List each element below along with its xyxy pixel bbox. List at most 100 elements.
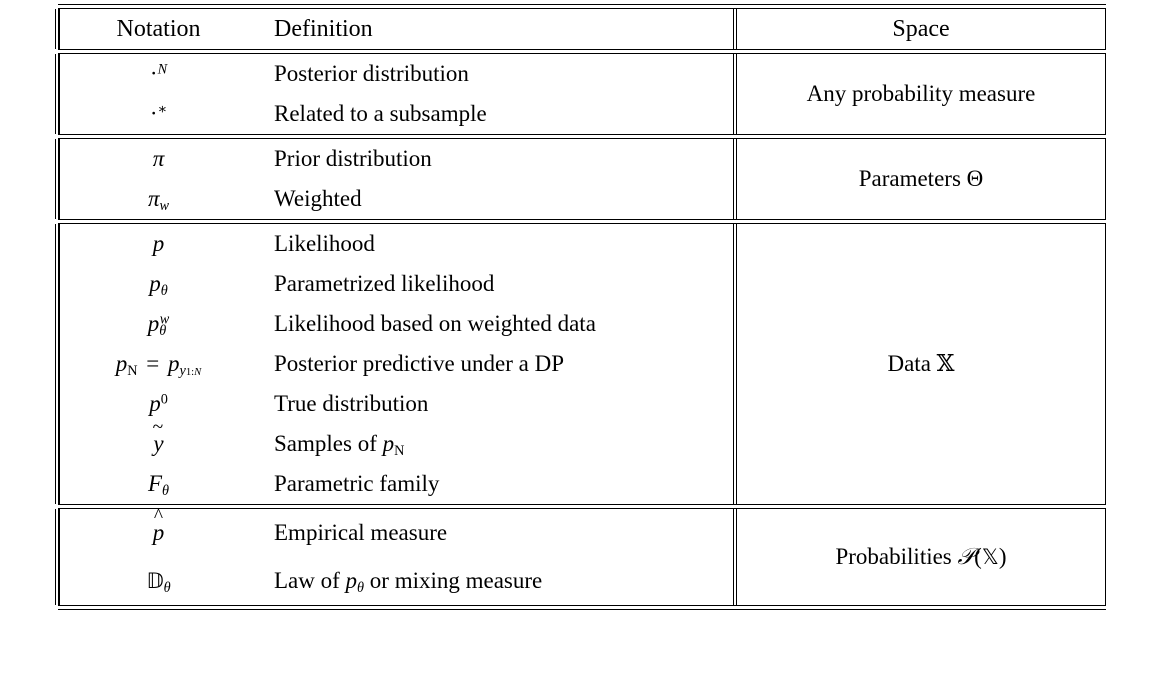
header-label-notation: Notation	[116, 15, 201, 42]
notation-cell: ~y	[55, 416, 258, 464]
notation-cell: ·N	[55, 54, 258, 94]
table-row: ·∗ Related to a subsample	[55, 94, 1106, 134]
definition-text: Likelihood	[274, 231, 375, 256]
space-label: Parameters Θ	[858, 166, 984, 191]
table-top-rule-gap	[58, 5, 1106, 8]
space-label: Probabilities 𝒫(𝕏)	[737, 544, 1105, 570]
notation-cell: ^p	[55, 506, 258, 557]
space-cell: Data 𝕏	[733, 224, 1106, 504]
inline-math-p-subscript: θ	[357, 579, 365, 596]
definition-text-prefix: Samples of	[274, 431, 383, 456]
table-row: pN = py1:N Posterior predictive under a …	[55, 344, 1106, 384]
space-label: Data 𝕏	[887, 351, 955, 376]
notation-cell: p0	[55, 384, 258, 424]
notation-symbol-pi-w: πw	[147, 186, 170, 214]
notation-cell: p	[55, 224, 258, 264]
group-rule-b	[58, 223, 1106, 224]
space-label: Any probability measure	[806, 81, 1036, 106]
notation-symbol-pi: π	[152, 146, 165, 171]
definition-text-suffix: or mixing measure	[364, 568, 543, 593]
definition-cell: Posterior distribution	[258, 54, 736, 94]
paren-close: )	[998, 544, 1007, 569]
definition-cell: Prior distribution	[258, 139, 736, 179]
definition-text: Samples of pN	[258, 431, 736, 459]
notation-symbol-p-theta: pθ	[149, 271, 168, 299]
space-cell: Any probability measure	[733, 54, 1106, 134]
definition-cell: Empirical measure	[258, 509, 736, 557]
definition-text: Parametrized likelihood	[274, 271, 495, 296]
bb-x-symbol: 𝕏	[981, 544, 999, 569]
definition-text: Posterior predictive under a DP	[274, 351, 564, 376]
notation-symbol-dot-sup-n: ·N	[149, 61, 168, 86]
header-cell-notation: Notation	[55, 9, 258, 49]
group-rule-gap	[58, 505, 1106, 508]
group-rule-b	[58, 138, 1106, 139]
notation-symbol-pn-equals-py: pN = py1:N	[115, 351, 202, 379]
definition-text: Weighted	[274, 186, 362, 211]
group-rule-b	[58, 508, 1106, 509]
inline-math-p-n-subscript: N	[394, 442, 405, 459]
table-row: 𝔻θ Law of pθ or mixing measure	[55, 557, 1106, 605]
definition-text: Likelihood based on weighted data	[274, 311, 596, 336]
notation-cell: 𝔻θ	[55, 557, 258, 605]
header-cell-definition: Definition	[258, 9, 736, 49]
notation-symbol-dot-sup-star: ·∗	[149, 101, 168, 126]
table-top-rule-b	[58, 8, 1106, 9]
table-row: π Prior distribution Parameters Θ	[55, 139, 1106, 219]
header-rule-gap	[58, 50, 1106, 53]
notation-cell: ·∗	[55, 94, 258, 134]
definition-cell: True distribution	[258, 384, 736, 424]
notation-symbol-f-theta: Fθ	[147, 471, 170, 499]
notation-symbol-p-theta-sup-w: pθw	[147, 311, 170, 339]
table-row: ~y Samples of pN	[55, 416, 1106, 464]
definition-text: Parametric family	[274, 471, 440, 496]
definition-text: Related to a subsample	[274, 101, 487, 126]
definition-text: Prior distribution	[274, 146, 432, 171]
notation-cell: pθ	[55, 264, 258, 304]
table-row: pθw Likelihood based on weighted data	[55, 304, 1106, 344]
table-row: Fθ Parametric family	[55, 464, 1106, 504]
table-header-row: Notation Definition Space	[55, 9, 1106, 49]
table-bottom-rule-a	[58, 605, 1106, 606]
definition-cell: Posterior predictive under a DP	[258, 344, 736, 384]
header-rule-b	[58, 53, 1106, 54]
definition-cell: Parametric family	[258, 464, 736, 504]
table-bottom-rule-b	[58, 609, 1106, 610]
table-row: πw Weighted	[55, 179, 1106, 219]
group-rule-a	[58, 219, 1106, 220]
table-row: ·N Posterior distribution Any probabilit…	[55, 54, 1106, 134]
definition-text: Empirical measure	[274, 520, 448, 545]
definition-cell: Likelihood based on weighted data	[258, 304, 736, 344]
notation-cell: Fθ	[55, 464, 258, 504]
header-label-definition: Definition	[274, 15, 373, 42]
header-rule-a	[58, 49, 1106, 50]
table-row: ^p Empirical measure Probabilities 𝒫(𝕏)	[55, 506, 1106, 605]
space-cell: Probabilities 𝒫(𝕏)	[733, 509, 1106, 605]
notation-cell: pθw	[55, 304, 258, 344]
definition-cell: Parametrized likelihood	[258, 264, 736, 304]
table-bottom-rule-gap	[58, 606, 1106, 609]
notation-symbol-p-hat: ^p	[152, 506, 165, 545]
notation-table-container: Notation Definition Space ·N	[55, 4, 1106, 610]
definition-cell: Samples of pN	[258, 424, 736, 464]
notation-cell: pN = py1:N	[55, 344, 258, 384]
notation-symbol-y-tilde: ~y	[152, 416, 164, 456]
table-row: p0 True distribution	[55, 384, 1106, 424]
notation-symbol-p-sup-zero: p0	[149, 391, 168, 416]
definition-text: Posterior distribution	[274, 61, 469, 86]
notation-symbol-bb-p-theta: 𝔻θ	[146, 568, 171, 596]
definition-cell: Related to a subsample	[258, 94, 736, 134]
table-top-rule-a	[58, 4, 1106, 5]
table-row: p Likelihood Data 𝕏	[55, 224, 1106, 504]
header-cell-space: Space	[733, 9, 1106, 49]
notation-table: Notation Definition Space ·N	[55, 4, 1106, 610]
inline-math-p: p	[345, 568, 358, 593]
definition-text: Law of pθ or mixing measure	[258, 568, 736, 596]
notation-symbol-p: p	[152, 231, 165, 256]
inline-math-p-n: p	[382, 431, 395, 456]
definition-cell: Law of pθ or mixing measure	[258, 557, 736, 605]
definition-cell: Weighted	[258, 179, 736, 219]
definition-text-prefix: Law of	[274, 568, 346, 593]
paren-open: (	[974, 544, 982, 569]
group-rule-gap	[58, 135, 1106, 138]
